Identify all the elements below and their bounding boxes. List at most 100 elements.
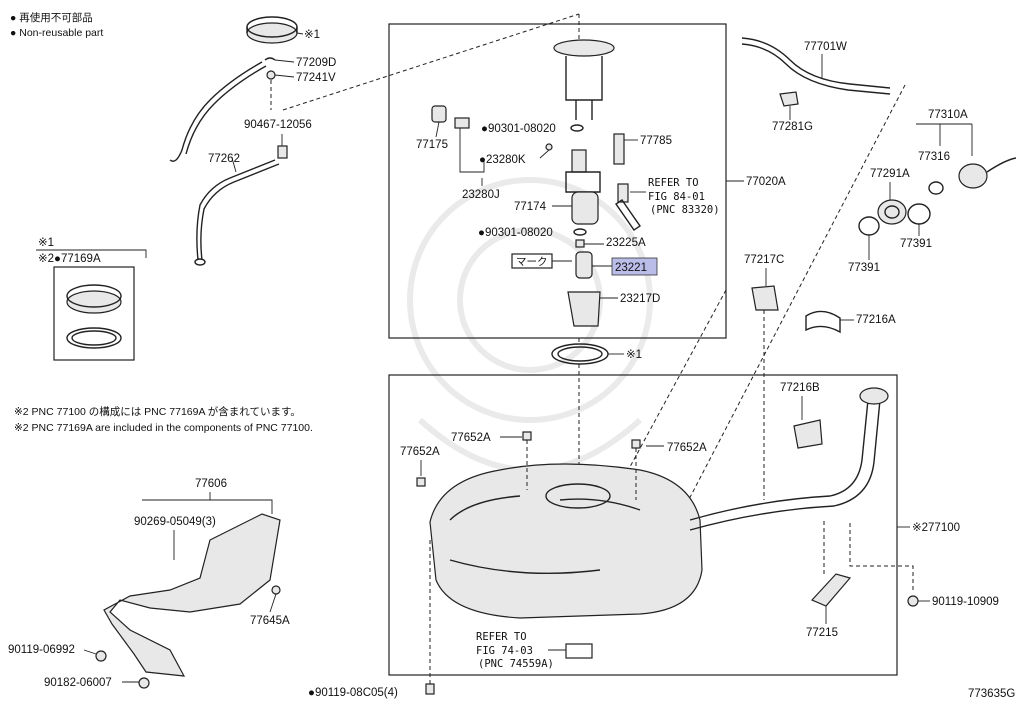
- callout-77174: 77174: [514, 201, 547, 213]
- callout-23217D: 23217D: [620, 293, 660, 305]
- refer2-line-b: FIG 74-03: [476, 645, 533, 657]
- bolt-90119-06992[interactable]: [95, 650, 107, 662]
- tank-box: [388, 374, 898, 676]
- figure-id: 773635G: [968, 688, 1015, 700]
- refer2-line-c: (PNC 74559A): [478, 658, 554, 670]
- callout-90119-10909: 90119-10909: [932, 596, 999, 608]
- callout-77209D: 77209D: [296, 57, 336, 69]
- filler-neck-77291A[interactable]: [877, 199, 907, 225]
- oring-90301a[interactable]: [570, 124, 584, 132]
- callout-77606: 77606: [195, 478, 227, 490]
- callout-77652A-a: 77652A: [451, 432, 491, 444]
- refer1-line-c: (PNC 83320): [650, 204, 720, 216]
- refer2-box: [565, 643, 593, 659]
- callout-90119-06992: 90119-06992: [8, 644, 75, 656]
- callout-90301b: ●90301-08020: [478, 227, 553, 239]
- pump-23221[interactable]: [575, 251, 593, 279]
- callout-77391a: 77391: [848, 262, 880, 274]
- pump-flange[interactable]: [553, 39, 615, 120]
- gasket-mark1[interactable]: [551, 343, 609, 365]
- callout-90301a: ●90301-08020: [481, 123, 556, 135]
- legend-jp: ● 再使用不可部品: [10, 11, 93, 24]
- callout-77281G: 77281G: [772, 121, 813, 133]
- nut-90182[interactable]: [138, 677, 150, 689]
- screw-90467[interactable]: [277, 145, 288, 159]
- note-en: ※2 PNC 77169A are included in the compon…: [14, 422, 313, 434]
- callout-23221[interactable]: 23221: [615, 262, 647, 274]
- filter-23217D[interactable]: [567, 291, 601, 327]
- callout-77216B: 77216B: [780, 382, 820, 394]
- callout-mark1-gasket: ※1: [626, 349, 642, 361]
- callout-77216A: 77216A: [856, 314, 896, 326]
- clip-77241V[interactable]: [266, 70, 276, 80]
- breather-hose-77262[interactable]: [169, 61, 280, 266]
- callout-77645A: 77645A: [250, 615, 290, 627]
- fuel-cap-77316[interactable]: [958, 157, 1017, 189]
- clip-77652A-b[interactable]: [416, 477, 426, 487]
- callout-90119-08C05: ●90119-08C05(4): [308, 687, 398, 699]
- note-jp: ※2 PNC 77100 の構成には PNC 77169A が含まれています。: [14, 405, 301, 418]
- connector-23280J[interactable]: [454, 117, 470, 129]
- hose-77701W[interactable]: [741, 37, 891, 95]
- bracket-77217C[interactable]: [751, 285, 779, 311]
- callout-77020A: 77020A: [746, 176, 786, 188]
- callout-77785: 77785: [640, 135, 672, 147]
- refer1-line-a: REFER TO: [648, 177, 699, 189]
- refer2-line-a: REFER TO: [476, 631, 527, 643]
- callout-77310A: 77310A: [928, 109, 968, 121]
- lock-ring-top[interactable]: [246, 16, 298, 44]
- seal-77391a[interactable]: [907, 203, 931, 225]
- callout-23280J: 23280J: [462, 189, 500, 201]
- callout-77316: 77316: [918, 151, 950, 163]
- bolt-90119-10909[interactable]: [907, 595, 919, 607]
- legend-en: ● Non-reusable part: [10, 27, 103, 39]
- bracket-77216B[interactable]: [793, 419, 823, 449]
- callout-23225A: 23225A: [606, 237, 646, 249]
- callout-77175: 77175: [416, 139, 448, 151]
- callout-mark1-kit: ※1: [38, 237, 54, 249]
- pump-body-77174[interactable]: [565, 149, 601, 225]
- filter-77175[interactable]: [431, 105, 447, 123]
- kit-lock-ring[interactable]: [66, 284, 122, 314]
- callout-77217C: 77217C: [744, 254, 784, 266]
- refer1-line-b: FIG 84-01: [648, 191, 705, 203]
- callout-77291A: 77291A: [870, 168, 910, 180]
- callout-77701W: 77701W: [804, 41, 847, 53]
- watermark: [407, 177, 653, 473]
- seal-77391b[interactable]: [858, 216, 880, 236]
- bracket-77606[interactable]: [103, 513, 281, 677]
- filler-pipe-77100[interactable]: [689, 387, 889, 531]
- fuel-tank-77100[interactable]: [429, 463, 703, 619]
- callout-90182: 90182-06007: [44, 677, 112, 689]
- callout-mark1-top: ※1: [304, 29, 320, 41]
- callout-23280K: ●23280K: [479, 154, 526, 166]
- clamp-77209D[interactable]: [264, 57, 276, 61]
- bracket-77216A[interactable]: [805, 310, 841, 334]
- protector-77215[interactable]: [810, 573, 852, 607]
- clip-77652A-c[interactable]: [631, 439, 641, 449]
- callout-77215: 77215: [806, 627, 838, 639]
- sender-77785[interactable]: [613, 133, 641, 231]
- callout-90467: 90467-12056: [244, 119, 312, 131]
- callout-77100: ※277100: [912, 522, 960, 534]
- callout-77391b: 77391: [900, 238, 932, 250]
- callout-77652A-c: 77652A: [667, 442, 707, 454]
- oring-90301b[interactable]: [573, 228, 587, 236]
- clamp-77281G[interactable]: [779, 91, 799, 107]
- kit-box: [53, 266, 135, 361]
- callout-90269: 90269-05049(3): [134, 516, 216, 528]
- gasket-77316[interactable]: [928, 181, 944, 195]
- callout-mark-jp: マーク: [516, 256, 548, 268]
- bolt-90119-08C05[interactable]: [425, 683, 435, 695]
- nut-77645A[interactable]: [271, 585, 281, 595]
- callout-77262: 77262: [208, 153, 240, 165]
- kit-gasket[interactable]: [66, 327, 122, 349]
- callout-23221-highlight: [611, 257, 658, 276]
- part-23225A[interactable]: [575, 239, 585, 248]
- callout-77241V: 77241V: [296, 72, 336, 84]
- callout-77652A-b: 77652A: [400, 446, 440, 458]
- clip-77652A-a[interactable]: [522, 431, 532, 441]
- callout-77169A: ※2●77169A: [38, 253, 101, 265]
- oring-23280K[interactable]: [545, 143, 553, 151]
